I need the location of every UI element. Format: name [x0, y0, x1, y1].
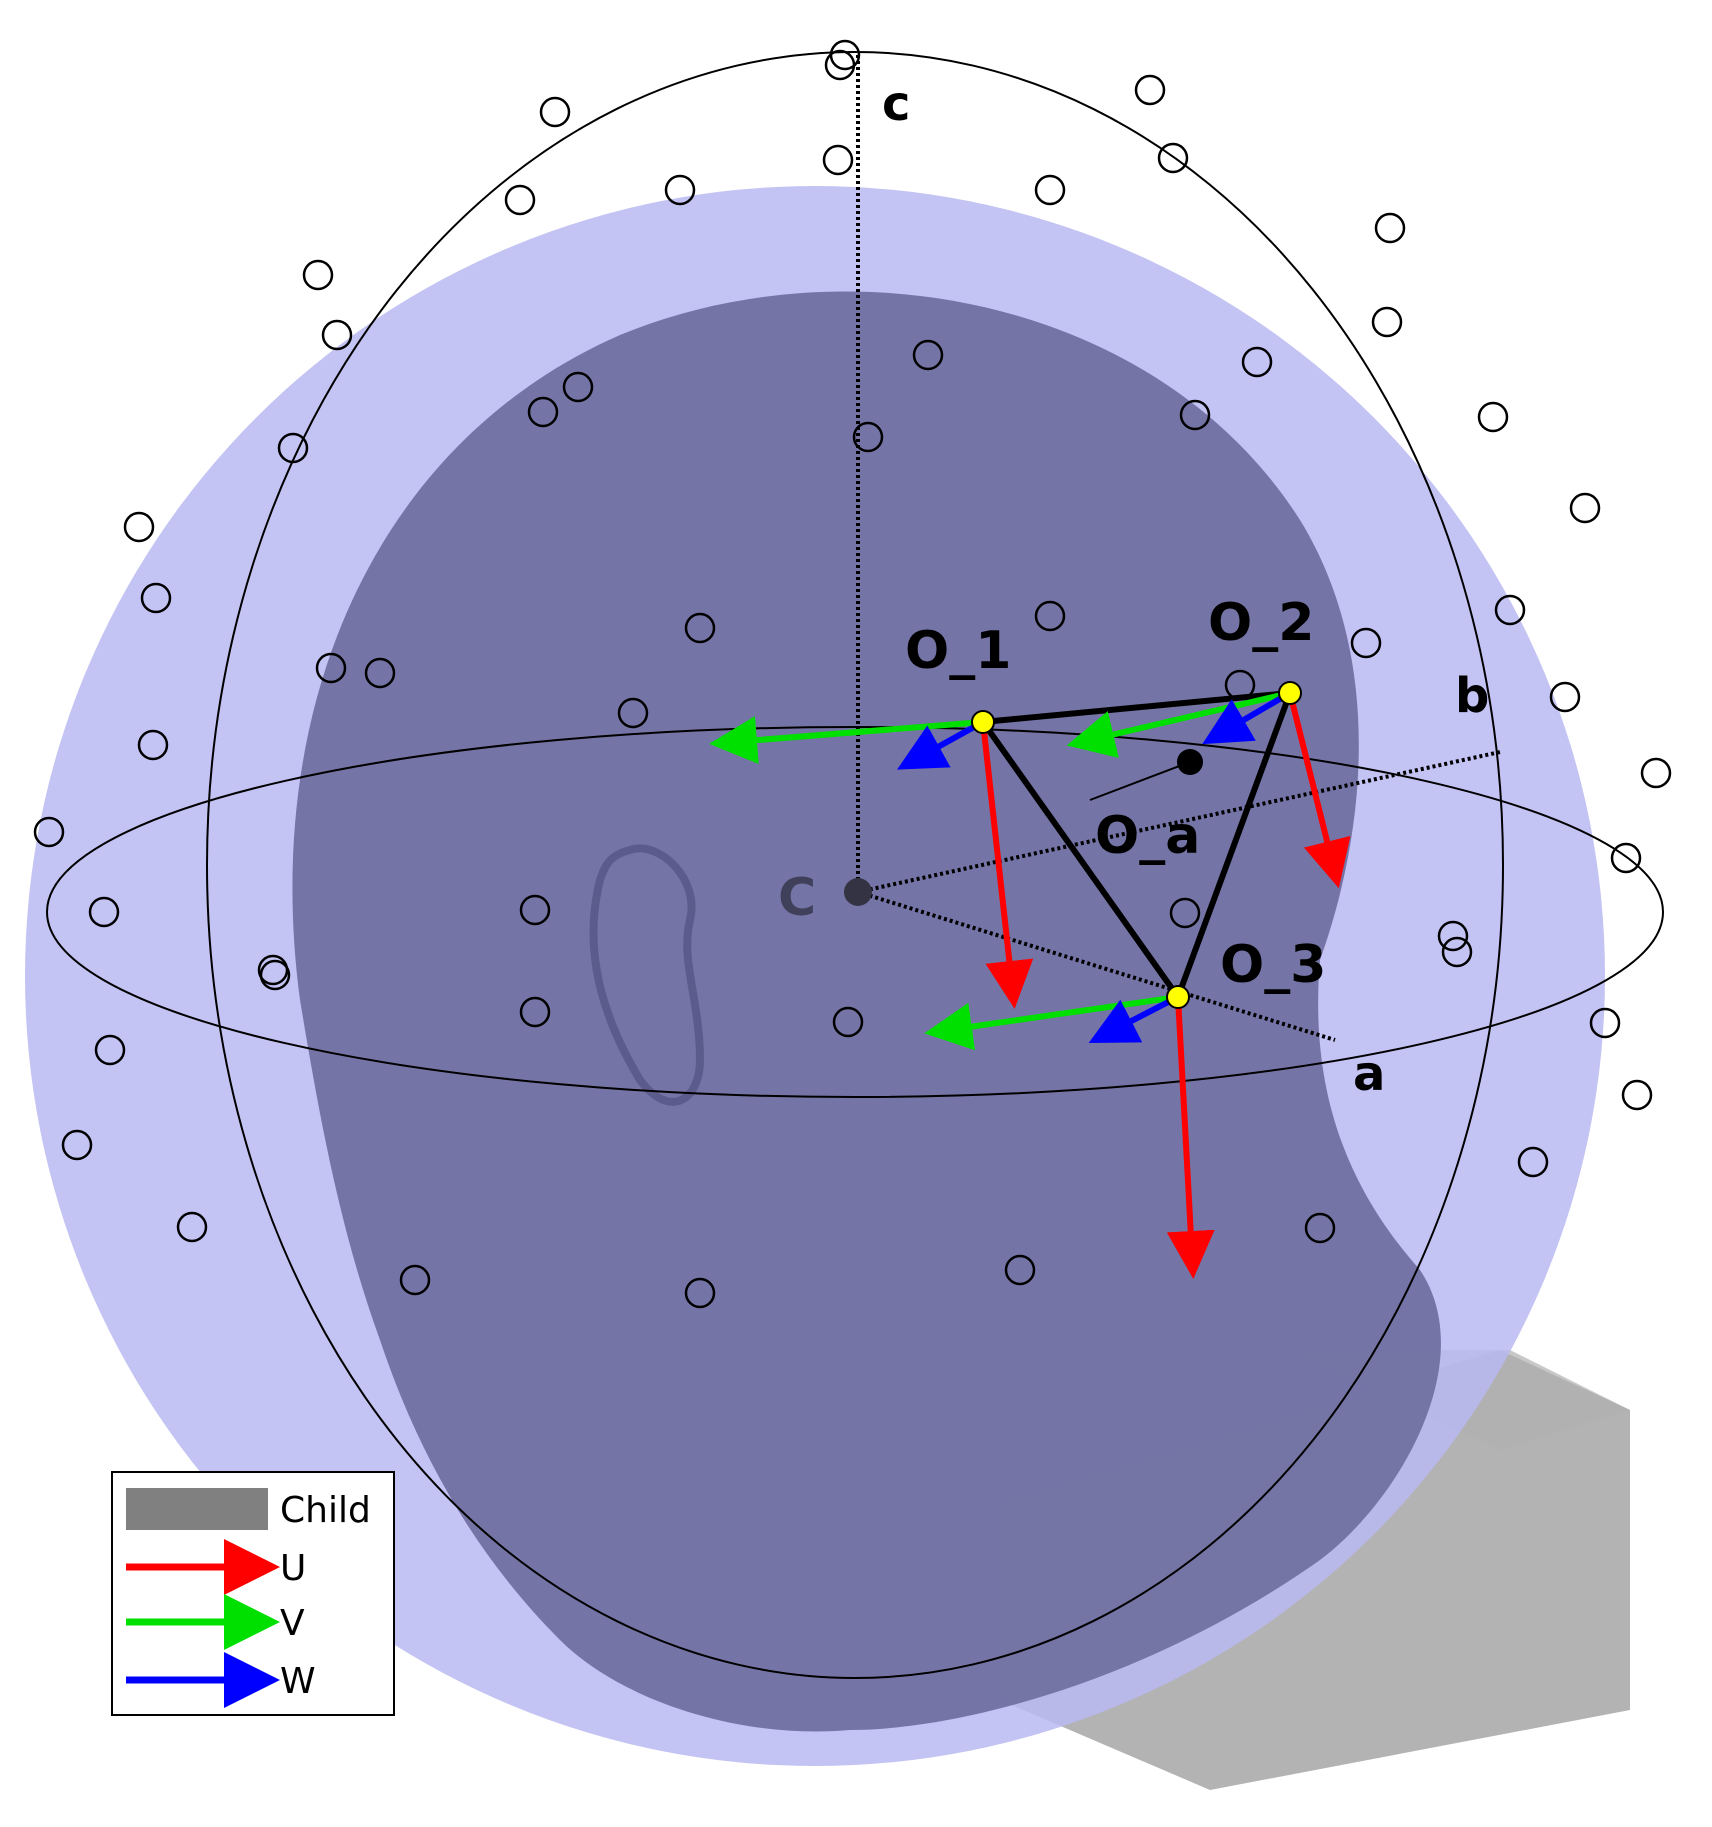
electrode-marker — [519, 894, 551, 926]
axes — [856, 55, 1501, 1042]
label-o1: O_1 — [905, 621, 1011, 681]
legend-label-w: W — [280, 1661, 316, 1702]
equator-ellipse — [46, 726, 1664, 1098]
electrode-marker — [832, 1006, 864, 1038]
electrode-marker — [1517, 1146, 1549, 1178]
electrode-marker — [399, 1264, 431, 1296]
meridian-ellipse — [206, 51, 1504, 1679]
electrode-marker — [259, 959, 291, 991]
electrode-marker — [539, 96, 571, 128]
electrode-marker — [519, 996, 551, 1028]
electrode-marker — [684, 612, 716, 644]
w-vector-o1 — [897, 719, 985, 770]
electrode-marker — [1034, 600, 1066, 632]
vectors-o2 — [1066, 690, 1351, 889]
electrode-marker — [1169, 897, 1201, 929]
electrode-marker — [1157, 142, 1189, 174]
electrode-marker — [1374, 212, 1406, 244]
w-vector-o3 — [1088, 994, 1180, 1043]
electrode-marker — [315, 652, 347, 684]
electrode-marker — [1549, 681, 1581, 713]
electrode-marker — [1589, 1007, 1621, 1039]
w-vector-o2 — [1202, 690, 1292, 745]
electrode-marker — [664, 174, 696, 206]
vectors-o1 — [709, 716, 1034, 1009]
electrode-marker — [1350, 627, 1382, 659]
electrode-marker — [1610, 842, 1642, 874]
v-vector-o2 — [1066, 690, 1291, 758]
electrode-marker — [1441, 936, 1473, 968]
electrode-marker — [123, 511, 155, 543]
electrode-marker — [1004, 1254, 1036, 1286]
electrode-marker — [302, 259, 334, 291]
electrode-marker — [504, 184, 536, 216]
electrode-marker — [321, 319, 353, 351]
origin-markers — [971, 681, 1302, 1009]
electrode-marker — [277, 432, 309, 464]
electrode-marker — [140, 582, 172, 614]
electrode-marker — [617, 697, 649, 729]
head-silhouette — [292, 291, 1441, 1732]
electrode-marker — [88, 896, 120, 928]
electrode-marker — [1477, 401, 1509, 433]
electrode-marker — [1179, 399, 1211, 431]
electrode-marker — [1621, 1079, 1653, 1111]
legend-label-v: V — [280, 1603, 305, 1644]
origin-triangle — [980, 690, 1293, 999]
axis-b-line — [857, 750, 1501, 894]
origin-o2-marker — [1278, 681, 1302, 705]
electrode-marker — [1569, 492, 1601, 524]
legend-swatch-child — [126, 1488, 268, 1530]
u-vector-o2 — [1287, 692, 1351, 889]
electrode-marker — [1371, 306, 1403, 338]
label-o3: O_3 — [1220, 935, 1326, 995]
electrode-markers — [33, 39, 1672, 1309]
electrode-marker — [176, 1211, 208, 1243]
axis-a-line — [857, 890, 1336, 1042]
electrode-marker — [1241, 346, 1273, 378]
legend-label-child: Child — [280, 1490, 371, 1531]
origin-o1-marker — [971, 710, 995, 734]
electrode-marker — [1034, 174, 1066, 206]
electrode-marker — [852, 421, 884, 453]
electrode-marker — [1437, 920, 1469, 952]
electrode-marker — [1640, 757, 1672, 789]
electrode-marker — [1134, 74, 1166, 106]
center-point — [844, 878, 872, 906]
label-oa: O_a — [1095, 806, 1200, 866]
electrode-marker — [1304, 1212, 1336, 1244]
legend-label-u: U — [280, 1548, 306, 1589]
u-vector-o1 — [980, 721, 1034, 1009]
electrode-marker — [684, 1277, 716, 1309]
u-vector-o3 — [1166, 996, 1215, 1279]
ear-shape — [589, 844, 705, 1106]
electrode-marker — [562, 371, 594, 403]
electrode-marker — [364, 657, 396, 689]
electrode-marker — [527, 396, 559, 428]
electrode-marker — [822, 144, 854, 176]
label-axis-a: a — [1353, 1046, 1385, 1102]
electrode-marker — [137, 729, 169, 761]
electrode-marker — [94, 1034, 126, 1066]
label-axis-b: b — [1455, 668, 1489, 724]
label-center: C — [778, 868, 816, 928]
electrode-marker — [912, 339, 944, 371]
electrode-marker — [61, 1129, 93, 1161]
electrode-marker — [1494, 594, 1526, 626]
label-o2: O_2 — [1208, 593, 1314, 653]
electrode-marker — [33, 816, 65, 848]
origin-o3-marker — [1166, 985, 1190, 1009]
legend: Child U V W — [111, 1471, 395, 1716]
v-vector-o1 — [709, 716, 984, 765]
oa-point — [1177, 749, 1203, 775]
vectors-o3 — [924, 994, 1215, 1279]
label-axis-c: c — [882, 76, 910, 132]
oa-pointer — [1089, 761, 1191, 801]
electrode-marker — [824, 49, 856, 81]
